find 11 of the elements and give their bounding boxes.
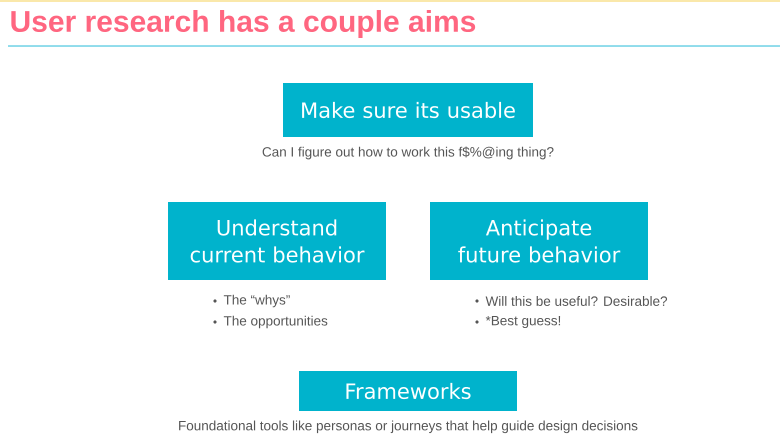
node-label: Foundational tools like personas or journeys that help guide design decisions: [179, 420, 638, 434]
node-label: Will this be useful? Desirable?: [486, 296, 668, 306]
node-label: The opportunities: [224, 316, 328, 328]
text-box: Frameworks: [299, 371, 517, 411]
text-box: Anticipate future behavior: [430, 202, 648, 280]
text-box: Make sure its usable: [283, 83, 533, 137]
node-label: *Best guess!: [486, 316, 560, 328]
node-label: Can I figure out how to work this f$%@ing thing?: [262, 146, 554, 160]
text-box: Understand current behavior: [168, 202, 386, 280]
title: User research has a couple aims: [11, 10, 476, 38]
node-label: The “whys”: [224, 294, 290, 308]
